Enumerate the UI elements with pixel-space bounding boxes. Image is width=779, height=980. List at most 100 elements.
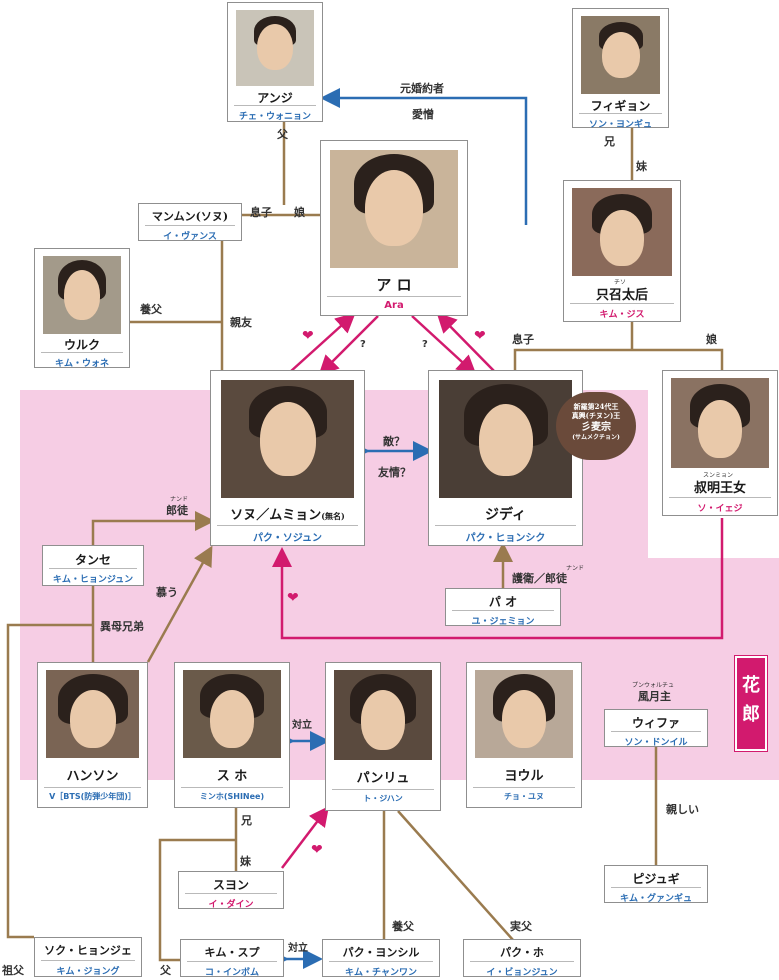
label-figyon-brother: 兄	[604, 135, 615, 148]
king-line2: 真興(チヌン)王	[571, 411, 621, 421]
actor-manmun: イ・ヴァンス	[145, 225, 235, 242]
label-suyon-sister: 妹	[240, 855, 251, 868]
heart-icon: ❤	[287, 590, 299, 606]
actor-kimsupu: コ・インボム	[187, 961, 277, 978]
card-sukumyon: スンミョン 叔明王女 ソ・イェジ	[662, 370, 778, 516]
actor-anji: チェ・ウォニョン	[234, 105, 316, 122]
name-sukumyon: 叔明王女	[693, 481, 746, 496]
label-half-brothers: 異母兄弟	[100, 620, 144, 633]
label-fugetsushu: 風月主	[638, 690, 671, 703]
label-rivalry-bottom: 対立	[288, 943, 308, 954]
name-suho: ス ホ	[216, 769, 248, 784]
ruby-fugetsushu: プンウォルチュ	[632, 682, 675, 689]
label-love-hate: 愛憎	[412, 108, 434, 121]
portrait-panryu	[334, 670, 432, 760]
actor-sonu: パク・ソジュン	[217, 525, 358, 544]
label-enemy: 敵？	[383, 435, 405, 448]
name-manmun: マンムン(ソヌ)	[151, 210, 229, 223]
hwarang-char-1: 花	[742, 675, 760, 696]
label-friendship: 友情？	[378, 466, 411, 479]
card-kimsupu: キム・スプ コ・インボム	[180, 939, 284, 978]
card-pijugi: ピジュギ キム・グァンギュ	[604, 865, 708, 904]
card-panryu: パンリュ ト・ジハン	[325, 662, 441, 811]
label-manmun-son: 息子	[250, 206, 272, 219]
card-figyon: フィギョン ソン・ヨンギュ	[572, 8, 669, 130]
card-parkho: パク・ホ イ・ビョンジュン	[463, 939, 581, 978]
actor-sokuhyonje: キム・ジョング	[41, 960, 135, 977]
portrait-jiso	[572, 188, 672, 276]
label-grandfather: 祖父	[2, 964, 24, 977]
line-jiso-children	[513, 322, 724, 370]
portrait-youru	[475, 670, 573, 758]
actor-pao: ユ・ジェミョン	[452, 610, 554, 627]
label-close: 親しい	[666, 803, 699, 816]
portrait-sonu	[221, 380, 354, 498]
card-jidi: ジディ パク・ヒョンシク	[428, 370, 583, 546]
card-suho: ス ホ ミンホ(SHINee)	[174, 662, 290, 808]
name-wifa: ウィファ	[631, 716, 680, 730]
name-hansong: ハンソン	[66, 769, 119, 784]
ruby-sukumyon: スンミョン	[703, 472, 734, 479]
card-wifa: ウィファ ソン・ドンイル	[604, 709, 708, 748]
card-sokuhyonje: ソク・ヒョンジェ キム・ジョング	[34, 937, 142, 977]
card-tanse: タンセ キム・ヒョンジュン	[42, 545, 144, 586]
label-panryu-foster: 養父	[392, 920, 414, 933]
name-jiso: 只召太后	[595, 288, 648, 303]
name-youru: ヨウル	[504, 769, 544, 784]
label-panryu-bio: 実父	[510, 920, 532, 933]
label-question-left: ?	[360, 339, 366, 350]
name-panryu: パンリュ	[356, 771, 410, 786]
name-jidi: ジディ	[484, 507, 527, 523]
king-line3: 彡麦宗	[581, 421, 611, 433]
name-sokuhyonje: ソク・ヒョンジェ	[44, 944, 132, 957]
label-best-friend: 親友	[230, 316, 252, 329]
actor-parkho: イ・ビョンジュン	[470, 961, 574, 978]
card-jiso: チソ 只召太后 キム・ジス	[563, 180, 681, 322]
card-youru: ヨウル チョ・ユヌ	[466, 662, 582, 808]
actor-wifa: ソン・ドンイル	[611, 731, 701, 748]
portrait-hansong	[46, 670, 139, 758]
actor-ao: Ara	[327, 296, 461, 311]
line-panryu-bio	[397, 810, 514, 941]
label-rouro: 郎徒	[166, 504, 188, 517]
label-jiso-daughter: 娘	[706, 333, 717, 346]
name-tanse: タンセ	[74, 553, 111, 567]
arrow-sonu-ao	[289, 312, 356, 373]
arrow-ao-jidi	[411, 315, 477, 376]
portrait-ao	[330, 150, 458, 268]
label-foster-father: 養父	[140, 303, 162, 316]
label-rivalry-top: 対立	[292, 720, 312, 731]
ruby-jiso: チソ	[614, 279, 627, 286]
card-sonu: ソヌ／ムミョン(無名) パク・ソジュン	[210, 370, 365, 546]
name-parkyonsir: パク・ヨンシル	[342, 946, 420, 959]
actor-youru: チョ・ユヌ	[473, 787, 575, 802]
actor-panryu: ト・ジハン	[332, 789, 434, 804]
actor-parkyonsir: キム・チャンワン	[329, 961, 433, 978]
name-pao: パ オ	[488, 595, 518, 609]
label-ao-daughter: 娘	[294, 206, 305, 219]
portrait-anji	[236, 10, 314, 86]
label-question-right: ?	[422, 339, 428, 350]
line-father-kimsupu	[158, 838, 236, 962]
portrait-uruku	[43, 256, 121, 334]
line-grandfather	[6, 623, 93, 939]
label-anji-father: 父	[277, 128, 288, 141]
arrow-jiso-anji	[320, 88, 528, 225]
card-pao: パ オ ユ・ジェミョン	[445, 588, 561, 627]
actor-figyon: ソン・ヨンギュ	[579, 113, 662, 130]
actor-jiso: キム・ジス	[570, 303, 674, 320]
actor-tanse: キム・ヒョンジュン	[49, 568, 137, 585]
arrow-suyon-panryu	[281, 806, 330, 869]
king-line1: 新羅第24代王	[573, 402, 619, 411]
name-sonu: ソヌ／ムミョン(無名)	[211, 504, 364, 523]
ruby-rouro: ナンド	[170, 496, 189, 503]
heart-icon: ❤	[311, 842, 323, 858]
card-uruku: ウルク キム・ウォネ	[34, 248, 130, 369]
arrow-sukumyon-sonu	[272, 518, 724, 640]
label-suho-brother: 兄	[241, 814, 252, 827]
name-pijugi: ピジュギ	[632, 872, 680, 886]
card-parkyonsir: パク・ヨンシル キム・チャンワン	[322, 939, 440, 978]
name-suyon: スヨン	[212, 878, 249, 892]
label-jiso-sister: 妹	[636, 160, 647, 173]
